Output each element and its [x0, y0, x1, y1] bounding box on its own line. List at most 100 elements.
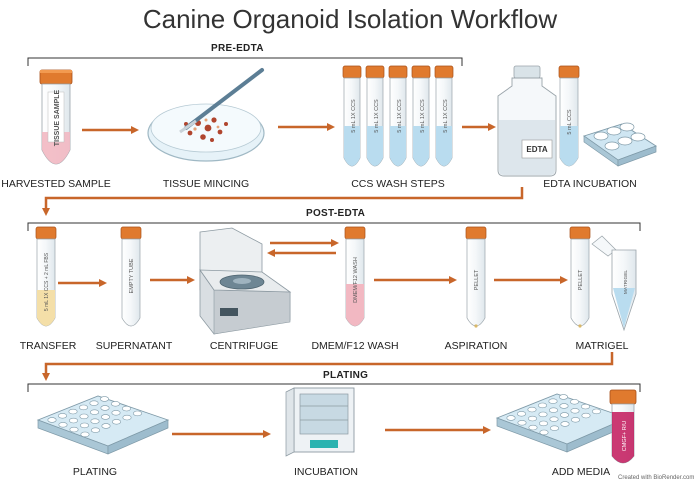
- well: [581, 412, 591, 419]
- matrigel-tube-icon: [569, 226, 591, 328]
- well: [537, 402, 547, 409]
- arrows-row-2: [42, 239, 614, 381]
- section-header-post-edta: POST-EDTA: [306, 208, 366, 219]
- well: [100, 405, 110, 411]
- step-label-matrigel: MATRIGEL: [575, 340, 629, 352]
- well: [549, 425, 559, 431]
- well: [580, 403, 590, 410]
- well: [559, 412, 569, 418]
- well: [90, 409, 100, 415]
- dmem-tube-label: DMEM/F12 WASH: [353, 257, 359, 303]
- matrigel-eppendorf-icon: [591, 235, 637, 332]
- tube-label-group: TISSUE SAMPLE 5 mL 1X CCS 5 mL 1X CCS 5 …: [44, 89, 629, 451]
- tissue-sample-tube-icon: [39, 69, 73, 165]
- well: [101, 423, 111, 429]
- well: [560, 421, 570, 427]
- step-label-incubation: INCUBATION: [294, 466, 358, 478]
- well: [558, 394, 568, 400]
- step-label-harvested: HARVESTED SAMPLE: [1, 178, 111, 190]
- ccs-tube-label-2: 5 mL 1X CCS: [374, 99, 380, 133]
- step-label-aspiration: ASPIRATION: [444, 340, 508, 352]
- well: [570, 417, 580, 423]
- well: [122, 414, 132, 421]
- tissue-sample-label: TISSUE SAMPLE: [54, 89, 61, 146]
- section-header-pre-edta: PRE-EDTA: [211, 43, 264, 54]
- plating-24-well-plate-icon: [36, 395, 170, 455]
- arrow-row1-to-row2: [42, 187, 524, 216]
- well: [548, 407, 558, 413]
- well: [69, 426, 79, 433]
- plating-wells: [47, 396, 143, 438]
- empty-tube-label: EMPTY TUBE: [129, 258, 135, 293]
- edta-bottle-label: EDTA: [526, 145, 547, 154]
- well: [559, 403, 569, 409]
- six-well-plate-icon: [582, 122, 658, 167]
- step-label-supernatant: SUPERNATANT: [95, 340, 173, 352]
- well: [80, 422, 90, 429]
- well: [100, 396, 110, 402]
- well: [57, 413, 67, 419]
- eppendorf-label: MATRIGEL: [623, 270, 629, 294]
- well: [69, 417, 79, 424]
- supernatant-tube-icon: [120, 226, 142, 327]
- well: [68, 408, 78, 415]
- well: [569, 399, 579, 405]
- ccs-wash-tubes-icon: [342, 65, 454, 167]
- well: [527, 406, 537, 413]
- well: [91, 427, 101, 433]
- well: [111, 401, 121, 407]
- well: [538, 411, 548, 418]
- step-label-mincing: TISSUE MINCING: [162, 178, 250, 190]
- matrigel-tube-label: PELLET: [578, 269, 584, 290]
- well: [101, 414, 111, 420]
- well: [111, 410, 121, 416]
- well: [516, 411, 526, 417]
- well: [79, 413, 89, 420]
- well: [90, 418, 100, 424]
- step-label-plating: PLATING: [72, 466, 118, 478]
- aspiration-tube-label: PELLET: [474, 269, 480, 290]
- well: [80, 431, 90, 438]
- well: [549, 416, 559, 422]
- biorender-credit: Created with BioRender.com: [618, 475, 695, 481]
- ccs-tube-label-3: 5 mL 1X CCS: [397, 99, 403, 133]
- well: [539, 429, 549, 436]
- bracket-post-edta: [27, 222, 641, 231]
- transfer-tube-icon: [35, 226, 57, 327]
- incubator-icon: [285, 387, 355, 457]
- well: [58, 422, 68, 428]
- edta-tube-label: 5 mL CCS: [567, 109, 573, 134]
- aspiration-tube-icon: [465, 226, 487, 328]
- well: [47, 417, 57, 423]
- step-label-transfer: TRANSFER: [19, 340, 77, 352]
- well: [548, 398, 558, 404]
- media-tube-icon: [609, 389, 637, 464]
- arrows-row-1: [42, 123, 524, 216]
- well: [528, 424, 538, 431]
- bracket-plating: [27, 383, 641, 392]
- well: [506, 415, 516, 421]
- centrifuge-icon: [199, 227, 292, 335]
- arrows-row-3: [172, 426, 491, 438]
- step-label-edta-incubation: EDTA INCUBATION: [543, 178, 637, 190]
- well: [527, 415, 537, 422]
- edta-bottle-icon: [497, 65, 557, 177]
- well: [122, 405, 132, 412]
- well: [517, 420, 527, 426]
- dmem-wash-tube-icon: [344, 226, 366, 327]
- edta-tube-icon: [558, 65, 580, 167]
- well: [538, 420, 548, 427]
- petri-dish-icon: [147, 103, 265, 162]
- add-media-wells: [506, 394, 601, 436]
- ccs-tube-label-5: 5 mL 1X CCS: [443, 99, 449, 133]
- well: [570, 408, 580, 414]
- section-header-plating: PLATING: [323, 370, 369, 381]
- media-tube-label: CMGF+ R/U: [622, 421, 628, 451]
- step-label-centrifuge: CENTRIFUGE: [209, 340, 279, 352]
- bracket-pre-edta: [27, 57, 463, 66]
- step-label-ccs-wash: CCS WASH STEPS: [351, 178, 445, 190]
- scalpel-icon: [179, 68, 264, 134]
- well: [79, 404, 89, 411]
- arrow-row2-to-row3: [42, 352, 614, 381]
